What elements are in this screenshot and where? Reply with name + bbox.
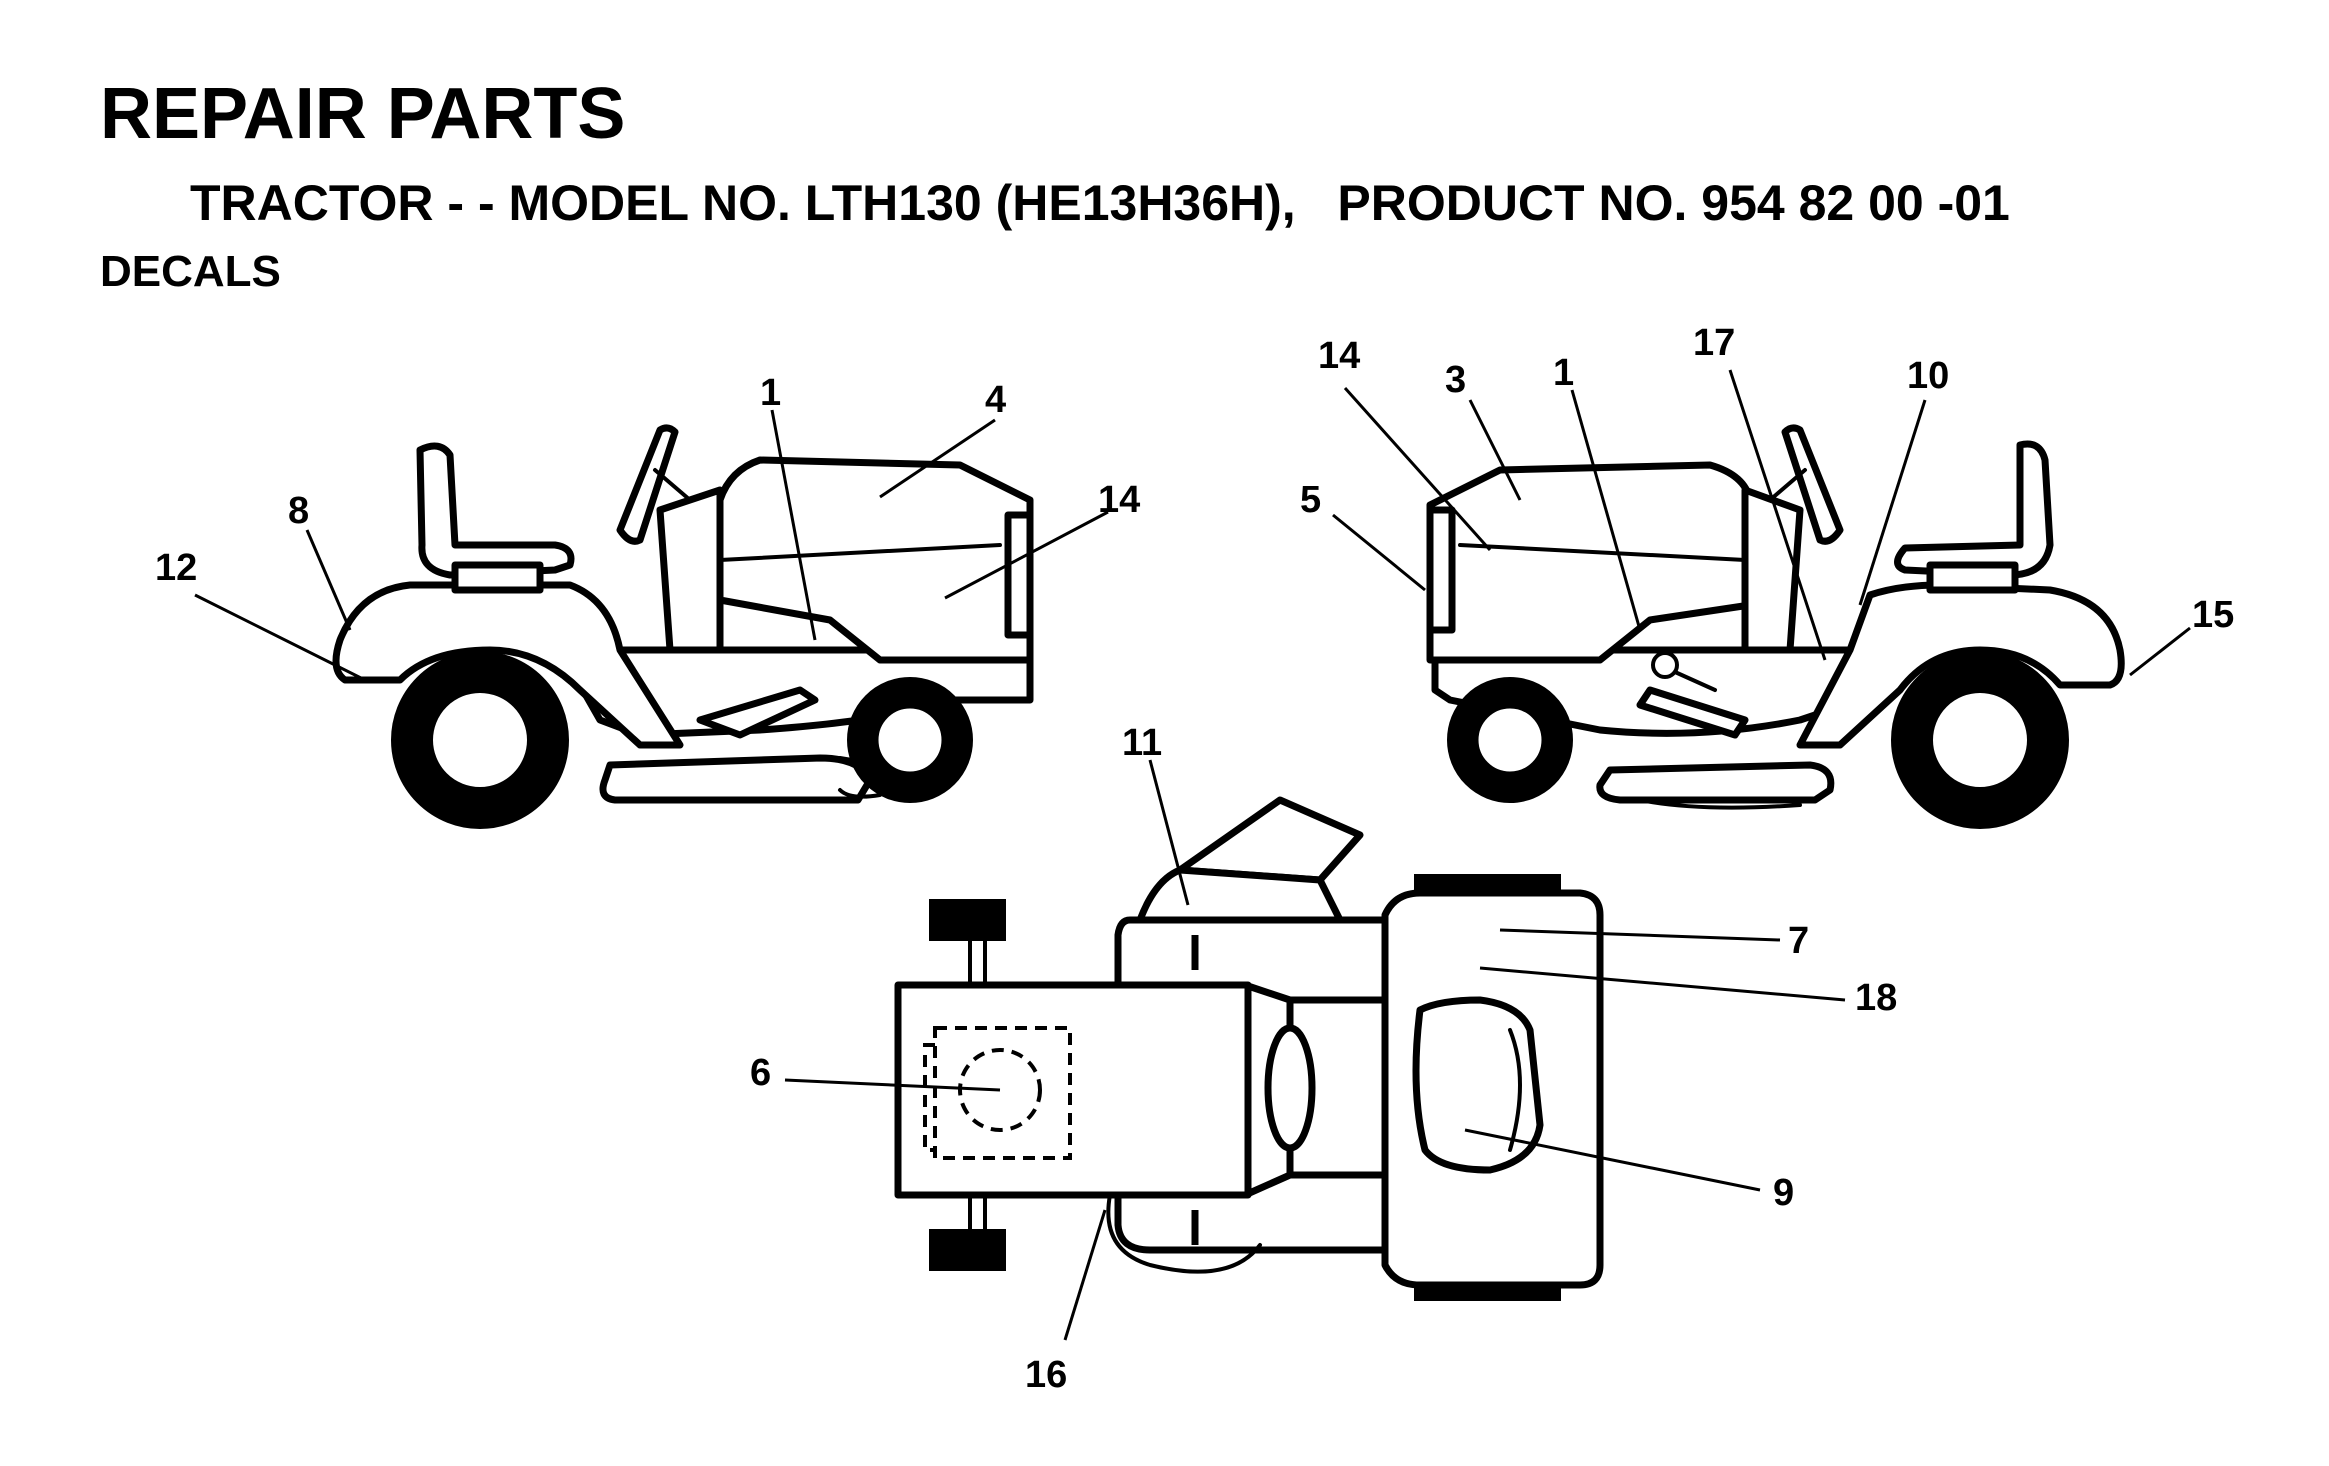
model-subtitle: TRACTOR - - MODEL NO. LTH130 (HE13H36H),… (190, 175, 2010, 231)
callout-left-8: 8 (288, 490, 309, 532)
callout-top-18: 18 (1855, 977, 1897, 1019)
callout-left-4: 4 (985, 379, 1006, 421)
callout-top-9: 9 (1773, 1172, 1794, 1214)
callout-top-6: 6 (750, 1052, 771, 1094)
callout-left-1: 1 (760, 372, 781, 414)
section-heading: DECALS (100, 247, 281, 296)
callout-top-7: 7 (1788, 920, 1809, 962)
callout-left-14: 14 (1098, 479, 1140, 521)
leader-lines (194, 369, 2191, 1341)
callout-right-15: 15 (2192, 594, 2234, 636)
tractor-right-side-view (1426, 424, 2125, 829)
tractor-left-side-view (332, 424, 1034, 829)
callout-right-14: 14 (1318, 335, 1360, 377)
callout-left-12: 12 (155, 547, 197, 589)
callout-right-10: 10 (1907, 355, 1949, 397)
tractor-top-view (894, 796, 1604, 1301)
page-title: REPAIR PARTS (100, 74, 626, 154)
callout-top-16: 16 (1025, 1354, 1067, 1396)
callout-right-1: 1 (1553, 352, 1574, 394)
callout-right-17: 17 (1693, 322, 1735, 364)
callout-labels: 1 4 14 8 12 14 3 1 17 10 5 15 11 7 18 6 … (155, 322, 2234, 1396)
callout-top-11: 11 (1122, 722, 1162, 764)
callout-right-3: 3 (1445, 359, 1466, 401)
callout-right-5: 5 (1300, 479, 1321, 521)
